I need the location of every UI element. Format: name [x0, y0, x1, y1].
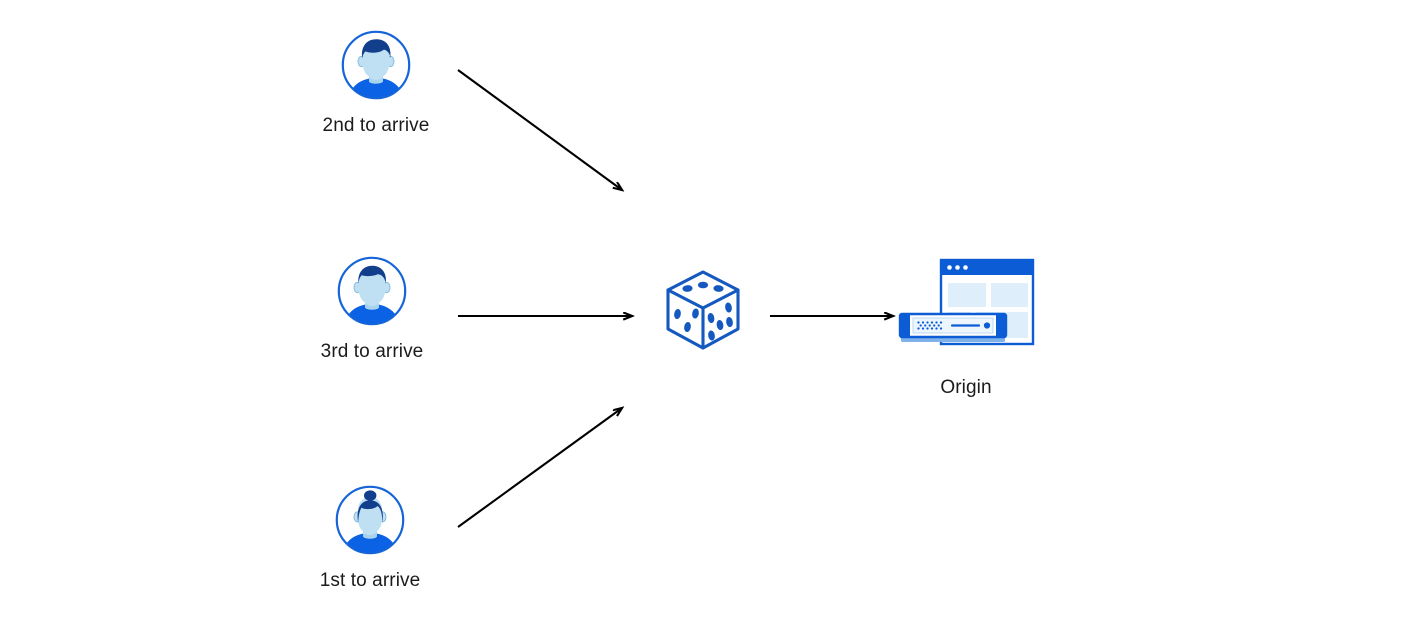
node-label-user-2nd: 2nd to arrive	[322, 115, 430, 136]
node-origin[interactable]: Origin	[890, 256, 1042, 400]
node-label-user-3rd: 3rd to arrive	[320, 341, 424, 362]
node-user-3rd[interactable]: 3rd to arrive	[292, 254, 452, 364]
user-avatar-icon	[339, 28, 413, 102]
arrow-1st-to-dice	[457, 408, 622, 528]
origin-server-icon	[896, 256, 1036, 360]
user-avatar-icon	[335, 254, 409, 328]
node-dice[interactable]	[655, 265, 751, 355]
server-appliance-icon	[898, 312, 1008, 342]
node-label-origin: Origin	[940, 377, 992, 398]
node-user-2nd[interactable]: 2nd to arrive	[296, 28, 456, 138]
arrow-2nd-to-dice	[457, 69, 622, 190]
node-user-1st[interactable]: 1st to arrive	[290, 483, 450, 593]
user-avatar-icon	[333, 483, 407, 557]
node-label-user-1st: 1st to arrive	[319, 570, 421, 591]
dice-icon	[658, 265, 748, 355]
